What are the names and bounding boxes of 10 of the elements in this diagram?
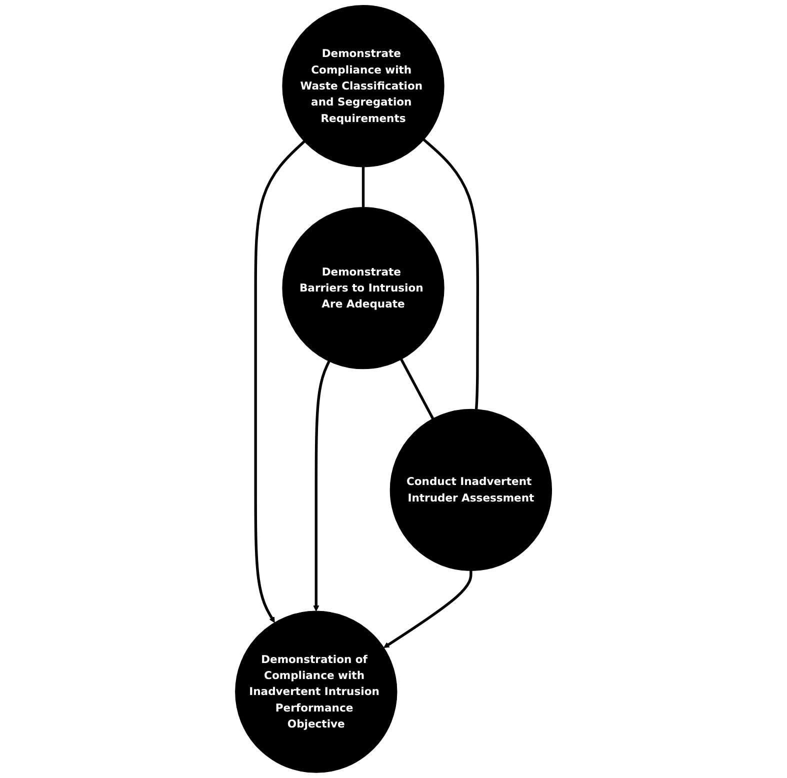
arrow — [313, 360, 330, 612]
node-circle: Demonstrate Compliance with Waste Classification and Segregation Requirements — [282, 5, 444, 168]
node-circle: Demonstration of Compliance with Inadvertent Intrusion Performance Objective — [235, 610, 398, 773]
connector — [422, 138, 479, 410]
node-circle: Conduct Inadvertent Intruder Assessment — [390, 408, 552, 572]
arrow — [254, 140, 306, 623]
node-circle: Demonstrate Barriers to Intrusion Are Adequate — [282, 206, 444, 370]
connector — [400, 358, 434, 420]
arrow — [383, 570, 472, 648]
connector — [362, 166, 365, 208]
